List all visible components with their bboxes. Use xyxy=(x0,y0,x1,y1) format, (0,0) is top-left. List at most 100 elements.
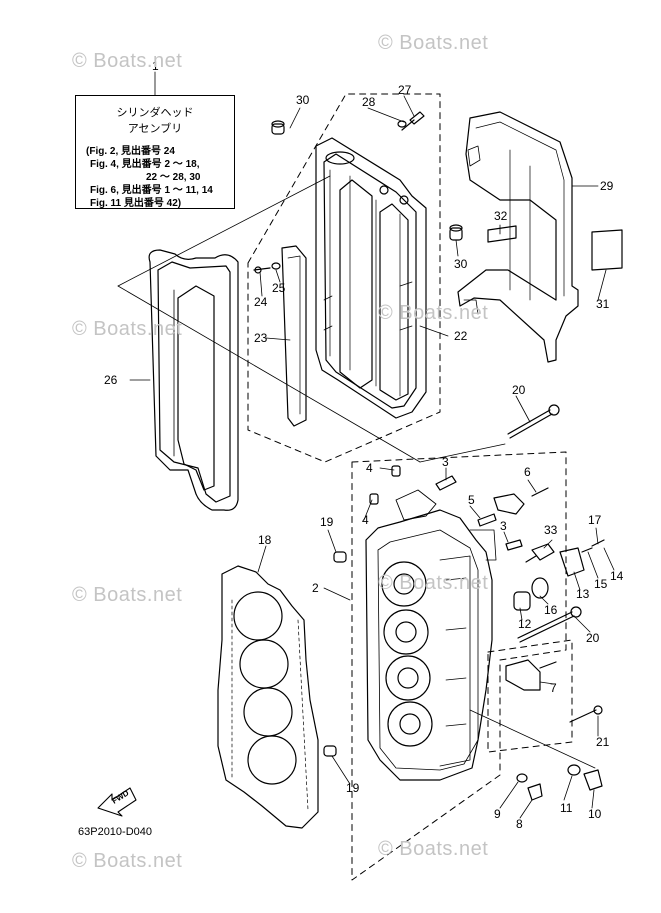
callout-number: 7 xyxy=(550,681,557,695)
washer-11 xyxy=(567,764,581,776)
callout-number: 6 xyxy=(524,465,531,479)
fwd-label: FWD xyxy=(110,788,130,805)
callout-number: 25 xyxy=(272,281,286,295)
sensor-3-top xyxy=(435,475,457,491)
dashed-boundary-upper xyxy=(247,93,441,463)
cylinder-head-cover xyxy=(315,137,427,419)
grommet-30-top xyxy=(271,120,285,135)
watermark: © Boats.net xyxy=(378,302,489,324)
collar-12 xyxy=(513,591,531,611)
washer-9 xyxy=(516,773,528,783)
callout-number: 1 xyxy=(152,59,159,73)
callout-number: 33 xyxy=(544,523,558,537)
callout-number: 10 xyxy=(588,807,602,821)
dashed-boundary-lower xyxy=(351,451,567,881)
callout-number: 31 xyxy=(596,297,610,311)
grommet-30-right xyxy=(449,224,463,241)
note-ref-line: Fig. 11 見出番号 42) xyxy=(90,198,182,209)
cover-gasket xyxy=(148,249,239,511)
label-31 xyxy=(591,229,623,271)
callout-number: 14 xyxy=(610,569,624,583)
watermark: © Boats.net xyxy=(378,572,489,594)
dowel-19-bottom xyxy=(323,745,337,757)
callout-number: 11 xyxy=(560,801,573,815)
dashed-boundary-small xyxy=(487,639,573,753)
callout-number: 9 xyxy=(494,807,501,821)
watermark: © Boats.net xyxy=(72,584,183,606)
callout-number: 20 xyxy=(586,631,600,645)
plug-4-top xyxy=(391,465,401,477)
note-ref-line: Fig. 4, 見出番号 2 ～ 18, xyxy=(90,159,200,170)
callout-number: 18 xyxy=(258,533,272,547)
sensor-33 xyxy=(525,543,555,563)
watermark: © Boats.net xyxy=(378,32,489,54)
callout-number: 24 xyxy=(254,295,268,309)
diagram-code: 63P2010-D040 xyxy=(78,826,153,838)
bracket-7 xyxy=(505,659,557,691)
callout-number: 26 xyxy=(104,373,118,387)
callout-number: 3 xyxy=(442,455,449,469)
seal-16 xyxy=(531,577,549,599)
callout-number: 13 xyxy=(576,587,590,601)
watermark: © Boats.net xyxy=(378,838,489,860)
watermark: © Boats.net xyxy=(72,50,183,72)
note-ref-line: 22 ～ 28, 30 xyxy=(146,172,201,183)
callout-number: 4 xyxy=(366,461,373,475)
exhaust-cover-plate xyxy=(457,111,579,363)
bolt-27 xyxy=(401,111,425,131)
watermark: © Boats.net xyxy=(72,318,183,340)
callout-number: 30 xyxy=(454,257,468,271)
callout-number: 17 xyxy=(588,513,602,527)
bolt-21 xyxy=(569,705,603,723)
bolt-5 xyxy=(477,513,497,527)
reference-note-box: シリンダヘッド アセンブリ (Fig. 2, 見出番号 24 Fig. 4, 見… xyxy=(75,95,235,209)
callout-number: 28 xyxy=(362,95,376,109)
callout-number: 27 xyxy=(398,83,412,97)
washer-28 xyxy=(397,120,407,128)
note-ref-line: Fig. 6, 見出番号 1 ～ 11, 14 xyxy=(90,185,213,196)
callout-number: 19 xyxy=(346,781,360,795)
label-32 xyxy=(487,225,517,243)
fwd-arrow-icon xyxy=(97,787,137,817)
callout-number: 29 xyxy=(600,179,614,193)
callout-number: 20 xyxy=(512,383,526,397)
callout-number: 8 xyxy=(516,817,523,831)
callout-number: 23 xyxy=(254,331,268,345)
callout-number: 22 xyxy=(454,329,468,343)
leader-lines xyxy=(129,71,615,819)
bolt-15 xyxy=(581,547,593,553)
watermark: © Boats.net xyxy=(72,850,183,872)
plug-10 xyxy=(583,769,603,791)
note-title-line2: アセンブリ xyxy=(127,122,183,135)
bracket-6 xyxy=(493,487,549,515)
callout-number: 3 xyxy=(500,519,507,533)
callout-number: 32 xyxy=(494,209,508,223)
callout-number: 21 xyxy=(596,735,610,749)
alignment-line xyxy=(469,709,596,769)
callout-number: 12 xyxy=(518,617,532,631)
plug-4-left xyxy=(369,493,379,505)
callout-number: 4 xyxy=(362,513,369,527)
sensor-13 xyxy=(559,547,585,577)
alignment-line xyxy=(117,285,421,463)
oring-25 xyxy=(271,262,281,270)
note-title-line1: シリンダヘッド xyxy=(116,106,194,119)
callout-number: 15 xyxy=(594,577,608,591)
alignment-line xyxy=(117,175,331,287)
callout-number: 2 xyxy=(312,581,319,595)
bolt-20-mid xyxy=(517,606,582,643)
bolt-24 xyxy=(253,266,271,274)
callout-number: 19 xyxy=(320,515,334,529)
pin-3-mid xyxy=(505,539,523,551)
bolt-8 xyxy=(527,783,543,801)
note-ref-line: (Fig. 2, 見出番号 24 xyxy=(86,146,175,157)
cover-inner-gasket xyxy=(281,245,307,427)
callout-number: 30 xyxy=(296,93,310,107)
alignment-line xyxy=(419,443,506,463)
callout-number: 16 xyxy=(544,603,558,617)
dowel-19-top xyxy=(333,551,347,563)
cylinder-head xyxy=(365,489,497,781)
callout-number: 5 xyxy=(468,493,475,507)
bolt-20-top xyxy=(507,404,560,439)
